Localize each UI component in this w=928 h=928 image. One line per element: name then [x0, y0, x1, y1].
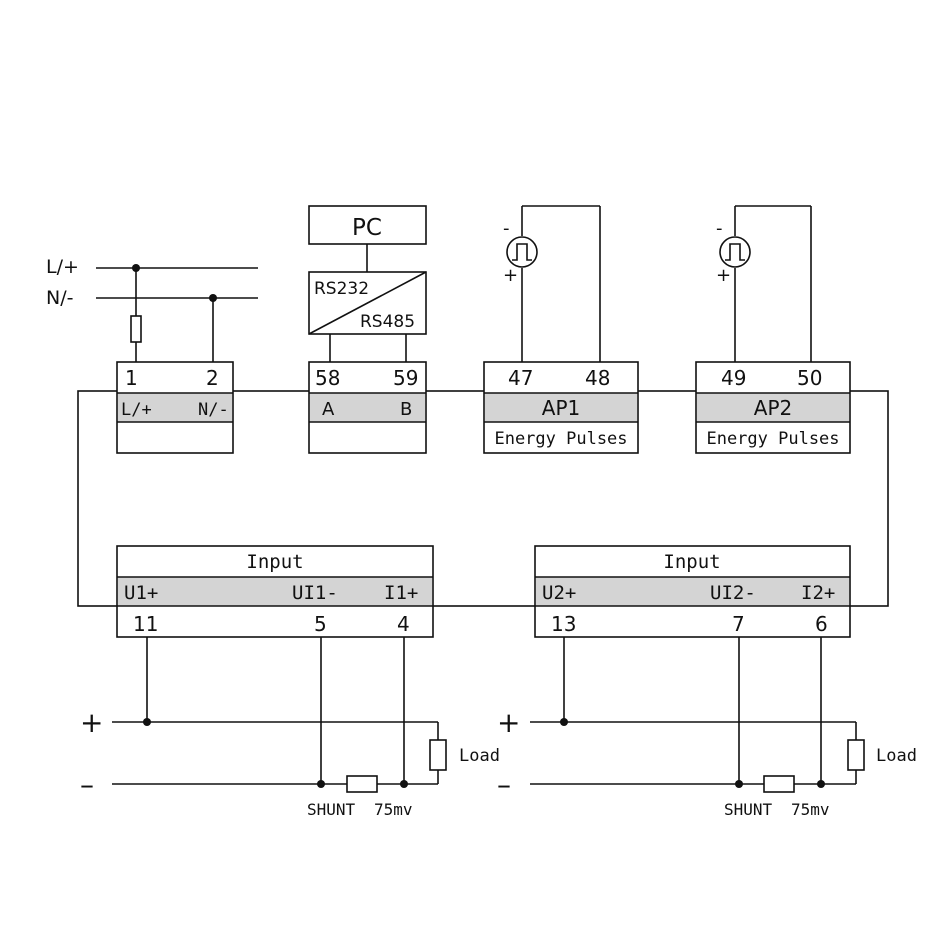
- ap2-desc: Energy Pulses: [706, 429, 839, 449]
- load-label: Load: [459, 746, 500, 766]
- junction-dot: [143, 718, 151, 726]
- neutral-label: N/-: [46, 287, 73, 309]
- input2-dc-wiring: + – Load SHUNT 75mv: [497, 637, 917, 819]
- label-a: A: [322, 399, 335, 420]
- input1-dc-wiring: + – Load SHUNT 75mv: [80, 637, 500, 819]
- pulse-source-icon: [719, 236, 751, 268]
- shunt-resistor: [763, 775, 795, 793]
- supply-lines: L/+ N/-: [46, 256, 258, 362]
- pulse-minus: -: [503, 218, 510, 239]
- terminal-6: 6: [815, 612, 828, 636]
- terminal-11: 11: [133, 612, 158, 636]
- terminal-4: 4: [397, 612, 410, 636]
- dc-minus: –: [80, 768, 94, 801]
- terminal-5: 5: [314, 612, 327, 636]
- shunt-resistor: [346, 775, 378, 793]
- terminal-1: 1: [125, 366, 138, 390]
- terminal-48: 48: [585, 366, 610, 390]
- terminal-58: 58: [315, 366, 340, 390]
- label-l: L/+: [121, 400, 152, 420]
- ap2-name: AP2: [754, 396, 792, 420]
- pulse-plus: +: [503, 265, 518, 286]
- pulse-source-icon: [506, 236, 538, 268]
- pc-box: PC: [308, 205, 427, 272]
- dc-plus: +: [80, 706, 103, 739]
- rs232-label: RS232: [314, 279, 369, 299]
- pulse-minus: -: [716, 218, 723, 239]
- shunt-value: 75mv: [374, 800, 413, 819]
- label-u1: U1+: [124, 582, 158, 604]
- shunt-value: 75mv: [791, 800, 830, 819]
- input1-terminal-block: Input U1+ UI1- I1+ 11 5 4: [116, 545, 434, 638]
- label-b: B: [400, 399, 412, 420]
- ap2-terminal-block: 49 50 AP2 Energy Pulses: [695, 361, 851, 454]
- power-terminal-block: 1 2 L/+ N/-: [116, 361, 234, 454]
- comm-terminal-block: 58 59 A B: [308, 361, 427, 454]
- load-resistor: [847, 739, 865, 771]
- pulse-plus: +: [716, 265, 731, 286]
- label-i2: I2+: [801, 582, 835, 604]
- load-resistor: [429, 739, 447, 771]
- line-label: L/+: [46, 256, 79, 278]
- junction-dot: [560, 718, 568, 726]
- ap1-name: AP1: [542, 396, 580, 420]
- junction-dot: [735, 780, 743, 788]
- ap2-pulse-circuit: - +: [716, 205, 812, 362]
- input1-title: Input: [246, 551, 303, 573]
- label-u2: U2+: [542, 582, 576, 604]
- rs485-label: RS485: [360, 312, 415, 332]
- terminal-7: 7: [732, 612, 745, 636]
- rs-converter: RS232 RS485: [308, 271, 427, 362]
- dc-minus: –: [497, 768, 511, 801]
- dc-plus: +: [497, 706, 520, 739]
- ap1-desc: Energy Pulses: [494, 429, 627, 449]
- shunt-label: SHUNT: [307, 800, 356, 819]
- pc-label: PC: [352, 215, 382, 241]
- junction-dot: [400, 780, 408, 788]
- input2-terminal-block: Input U2+ UI2- I2+ 13 7 6: [534, 545, 851, 638]
- ap1-terminal-block: 47 48 AP1 Energy Pulses: [483, 361, 639, 454]
- label-ui1: UI1-: [292, 582, 338, 604]
- label-i1: I1+: [384, 582, 418, 604]
- junction-dot: [817, 780, 825, 788]
- meter-enclosure: [77, 390, 889, 607]
- terminal-49: 49: [721, 366, 746, 390]
- terminal-2: 2: [206, 366, 219, 390]
- fuse-symbol: [130, 315, 142, 343]
- shunt-label: SHUNT: [724, 800, 773, 819]
- junction-dot: [317, 780, 325, 788]
- terminal-59: 59: [393, 366, 418, 390]
- ap1-pulse-circuit: - +: [503, 205, 601, 362]
- terminal-47: 47: [508, 366, 533, 390]
- label-ui2: UI2-: [710, 582, 756, 604]
- terminal-13: 13: [551, 612, 576, 636]
- label-n: N/-: [198, 400, 229, 420]
- load-label: Load: [876, 746, 917, 766]
- input2-title: Input: [663, 551, 720, 573]
- terminal-50: 50: [797, 366, 822, 390]
